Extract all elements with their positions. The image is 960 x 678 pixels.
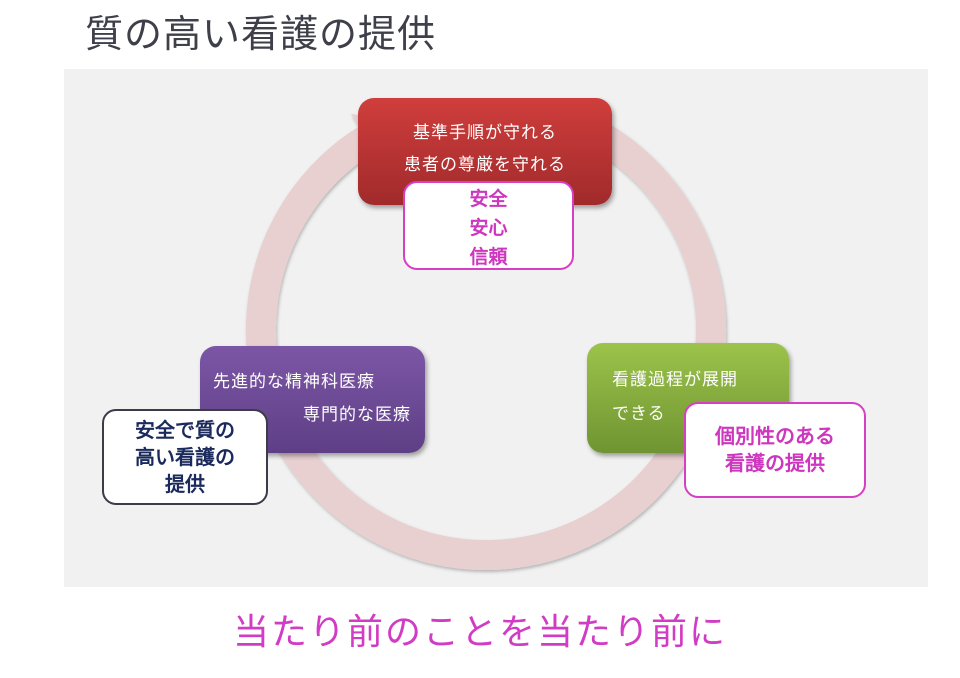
- callout-top-line-2: 安心: [469, 217, 508, 239]
- slogan: 当たり前のことを当たり前に: [232, 612, 727, 653]
- callout-right-line-1: 個別性のある: [715, 424, 835, 448]
- callout-top: 安全 安心 信頼: [403, 181, 574, 270]
- node-top-line-1: 基準手順が守れる: [413, 123, 557, 143]
- callout-top-line-3: 信頼: [469, 246, 508, 268]
- callout-left-line-3: 提供: [165, 472, 205, 496]
- node-top-line-2: 患者の尊厳を守れる: [404, 155, 566, 175]
- node-right-line-1: 看護過程が展開: [612, 370, 738, 390]
- callout-right: 個別性のある 看護の提供: [684, 402, 866, 498]
- callout-right-line-2: 看護の提供: [725, 451, 825, 475]
- node-left-line-2: 専門的な医療: [303, 405, 411, 425]
- node-left-line-1: 先進的な精神科医療: [213, 372, 375, 392]
- node-right-line-2: できる: [612, 404, 666, 424]
- callout-top-line-1: 安全: [469, 188, 508, 210]
- page-title: 質の高い看護の提供: [85, 12, 437, 56]
- callout-left-line-1: 安全で質の: [135, 418, 235, 442]
- cycle-ring: [246, 118, 726, 570]
- callout-left-line-2: 高い看護の: [135, 445, 235, 469]
- callout-left: 安全で質の 高い看護の 提供: [102, 409, 268, 505]
